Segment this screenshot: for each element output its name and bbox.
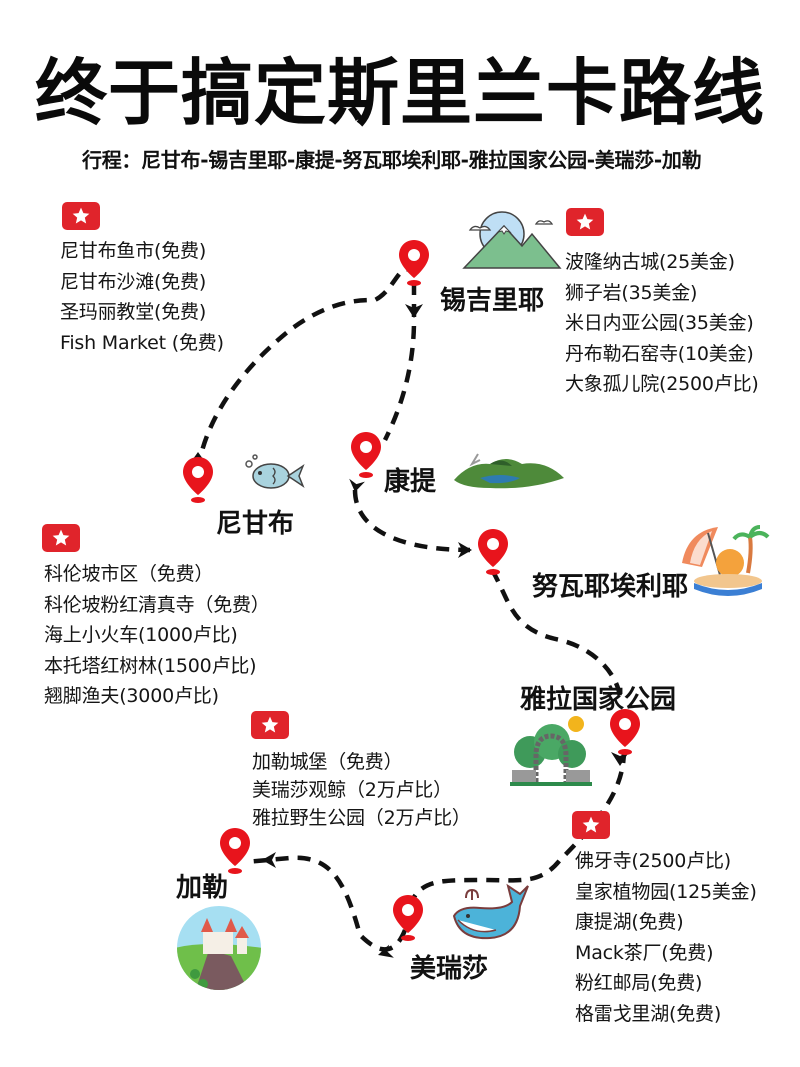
map-pin-icon[interactable] [217,826,253,876]
city-label-negombo: 尼甘布 [216,509,295,539]
galle-attractions-list: 加勒城堡（免费） 美瑞莎观鲸（2万卢比） 雅拉野生公园（2万卢比） [252,748,471,832]
list-item: 海上小火车(1000卢比) [44,624,238,646]
list-item: 本托塔红树林(1500卢比) [44,654,257,677]
list-item: 美瑞莎观鲸（2万卢比） [252,779,452,801]
map-pin-icon[interactable] [607,707,643,757]
itinerary-subtitle: 行程：尼甘布-锡吉里耶-康提-努瓦耶埃利耶-雅拉国家公园-美瑞莎-加勒 [82,148,702,172]
star-icon [582,816,600,833]
star-icon [72,207,90,224]
map-pin-icon[interactable] [390,893,426,943]
beach-umbrella-icon [682,525,770,596]
colombo-attractions-list: 科伦坡市区（免费） 科伦坡粉红清真寺（免费） 海上小火车(1000卢比) 本托塔… [44,559,270,712]
list-item: 格雷戈里湖(免费) [575,1002,722,1025]
park-gate-icon [510,716,592,786]
castle-icon [177,906,261,990]
city-label-yala: 雅拉国家公园 [520,685,677,715]
negombo-attractions-list: 尼甘布鱼市(免费) 尼甘布沙滩(免费) 圣玛丽教堂(免费) Fish Marke… [60,236,224,358]
city-label-galle: 加勒 [176,873,229,903]
kandy-attractions-list: 佛牙寺(2500卢比) 皇家植物园(125美金) 康提湖(免费) Mack茶厂(… [575,846,757,1029]
list-item: 佛牙寺(2500卢比) [575,850,731,872]
list-item: 科伦坡市区（免费） [44,563,214,585]
list-item: 大象孤儿院(2500卢比) [565,373,759,395]
star-icon [576,213,594,230]
list-item: 米日内亚公园(35美金) [565,312,754,334]
star-badge [566,208,604,236]
star-badge [572,811,610,839]
city-label-mirissa: 美瑞莎 [410,954,489,984]
sigiriya-attractions-list: 波隆纳古城(25美金) 狮子岩(35美金) 米日内亚公园(35美金) 丹布勒石窑… [565,247,759,400]
map-pin-icon[interactable] [475,527,511,577]
star-icon [261,716,279,733]
star-badge [62,202,100,230]
list-item: 皇家植物园(125美金) [575,880,757,903]
list-item: 科伦坡粉红清真寺（免费） [44,593,270,616]
list-item: 波隆纳古城(25美金) [565,251,735,273]
landscape-island-icon [454,453,564,489]
page-title: 终于搞定斯里兰卡路线 [34,51,765,135]
city-label-sigiriya: 锡吉里耶 [440,286,545,316]
list-item: 翘脚渔夫(3000卢比) [44,685,219,707]
list-item: 圣玛丽教堂(免费) [60,301,207,323]
list-item: 雅拉野生公园（2万卢比） [252,807,471,829]
map-pin-icon[interactable] [396,238,432,288]
star-badge [251,711,289,739]
map-pin-icon[interactable] [180,455,216,505]
map-pin-icon[interactable] [348,430,384,480]
list-item: 加勒城堡（免费） [252,751,403,773]
city-label-kandy: 康提 [384,467,437,497]
list-item: 尼甘布沙滩(免费) [60,270,207,293]
list-item: 尼甘布鱼市(免费) [60,240,207,262]
city-label-nuwara-eliya: 努瓦耶埃利耶 [532,572,689,602]
list-item: 粉红邮局(免费) [575,972,703,994]
list-item: Mack茶厂(免费) [575,941,714,964]
whale-icon [452,883,529,940]
list-item: 丹布勒石窑寺(10美金) [565,342,754,365]
list-item: 康提湖(免费) [575,911,684,933]
star-badge [42,524,80,552]
list-item: 狮子岩(35美金) [565,281,698,304]
star-icon [52,529,70,546]
fish-icon [245,454,305,489]
arrow-down-icon [405,304,423,318]
mountain-icon [462,211,562,269]
list-item: Fish Market (免费) [60,331,224,354]
